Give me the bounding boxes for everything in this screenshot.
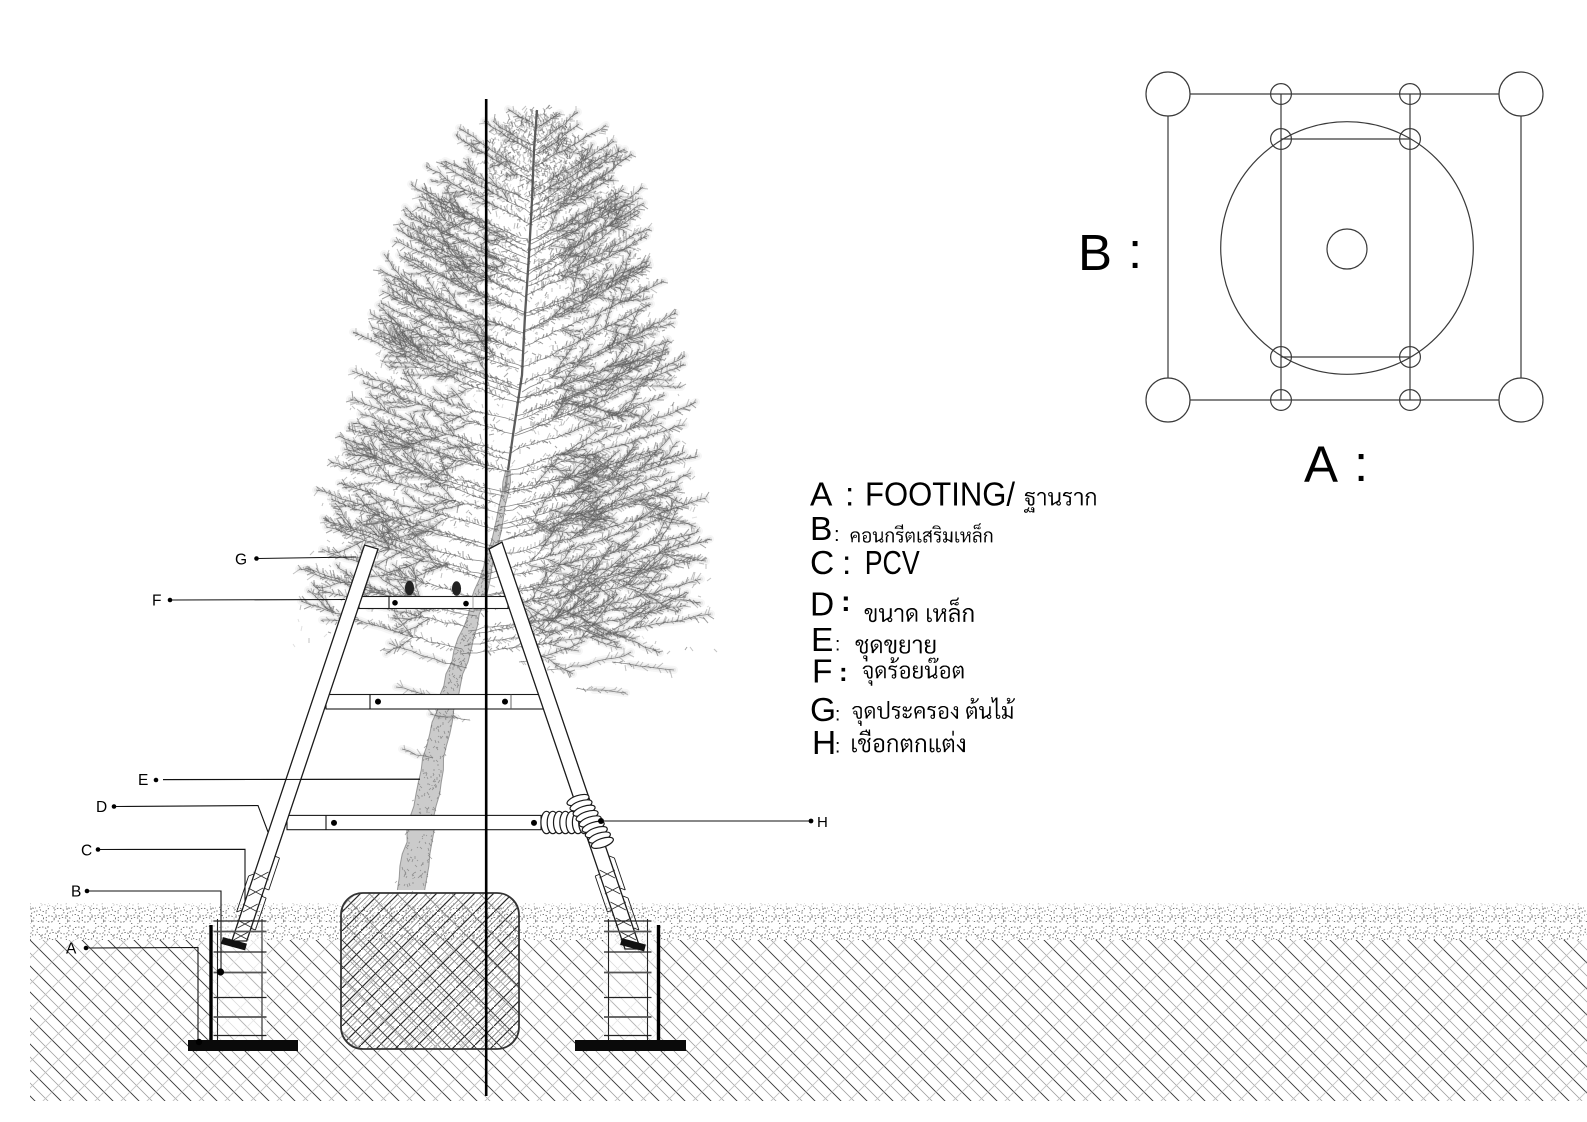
svg-text::: : (839, 657, 848, 687)
svg-text:C: C (810, 545, 834, 582)
svg-text::: : (835, 737, 840, 758)
svg-text::: : (835, 705, 840, 726)
svg-text:G: G (235, 552, 247, 569)
svg-text:F: F (812, 654, 832, 691)
svg-text::: : (1354, 435, 1368, 492)
svg-text::: : (845, 477, 854, 514)
svg-text:A: A (1304, 436, 1338, 493)
svg-text:F: F (152, 593, 161, 610)
svg-text:E: E (138, 772, 148, 789)
svg-text:D: D (96, 799, 107, 816)
svg-text:B: B (810, 511, 832, 548)
svg-text:E: E (811, 622, 833, 659)
svg-text:A: A (66, 941, 77, 958)
svg-text::: : (835, 635, 840, 656)
svg-text:C: C (81, 843, 92, 860)
svg-text:FOOTING/: FOOTING/ (865, 477, 1016, 514)
svg-text:PCV: PCV (865, 545, 921, 582)
svg-text:D: D (810, 586, 834, 623)
svg-text::: : (1128, 222, 1142, 279)
svg-text::: : (841, 586, 851, 618)
svg-text:A: A (810, 477, 833, 514)
svg-text:B: B (1078, 224, 1112, 281)
svg-text:H: H (817, 814, 828, 831)
svg-text:B: B (71, 884, 81, 901)
svg-text:G: G (810, 692, 836, 729)
svg-text::: : (834, 524, 840, 546)
svg-text:H: H (812, 725, 836, 762)
svg-text::: : (842, 545, 851, 582)
